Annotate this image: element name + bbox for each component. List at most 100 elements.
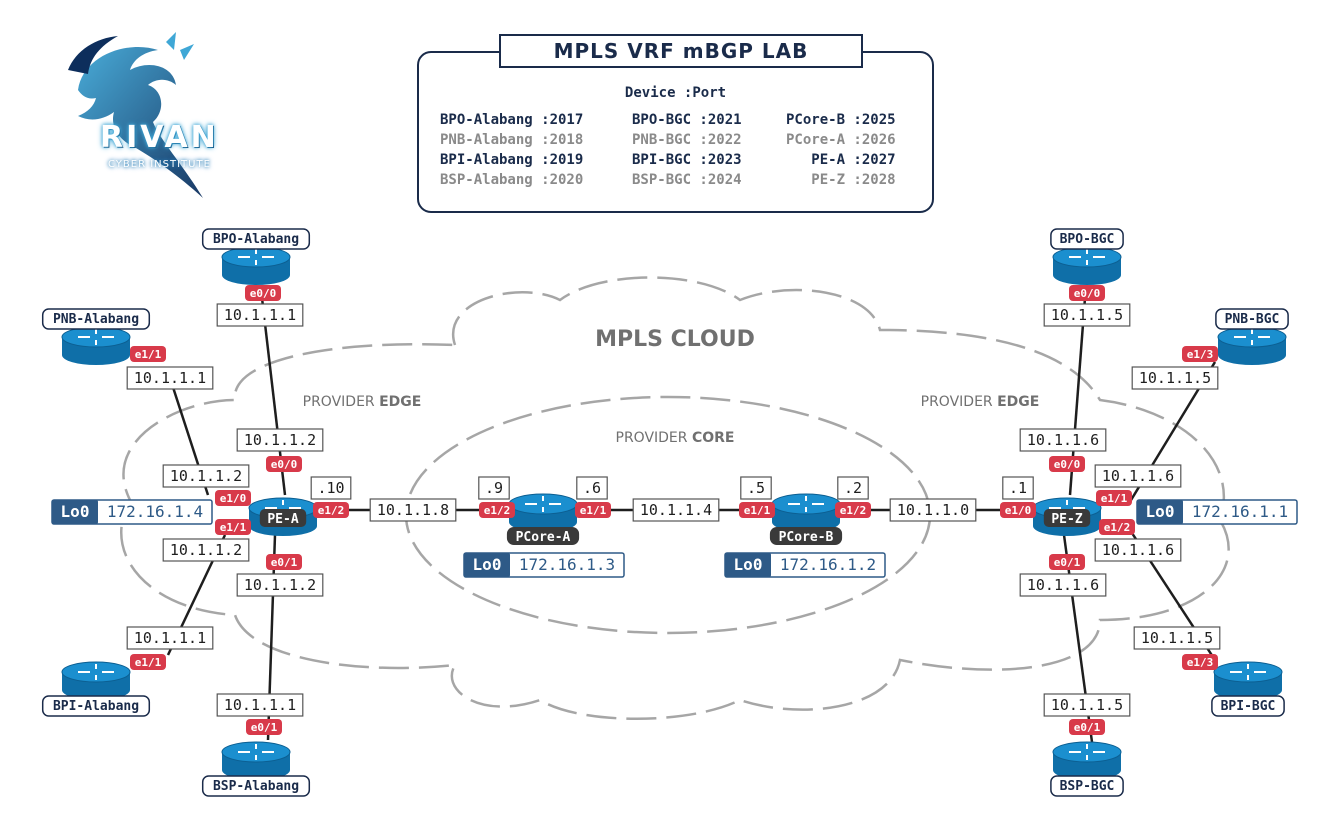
router-pcore-b[interactable]: PCore-B (769, 493, 843, 545)
svg-text:Lo0: Lo0 (473, 555, 502, 574)
svg-text:BPO-BGC: BPO-BGC (1060, 232, 1115, 247)
router-bsp-bgc[interactable]: BSP-BGC (1050, 741, 1124, 797)
svg-text:e1/1: e1/1 (220, 521, 247, 534)
router-name-label: BSP-BGC (1050, 775, 1124, 797)
svg-text:172.16.1.1: 172.16.1.1 (1192, 502, 1288, 521)
mpls-cloud-label: MPLS CLOUD (595, 327, 755, 352)
provider-edge-left-label: PROVIDER EDGE (303, 394, 422, 410)
router-bsp-alabang[interactable]: BSP-Alabang (201, 741, 311, 797)
svg-text:10.1.1.5: 10.1.1.5 (1051, 306, 1123, 324)
svg-text:172.16.1.3: 172.16.1.3 (519, 555, 615, 574)
ip-label: 10.1.1.2 (236, 428, 324, 452)
router-arrows-icon (238, 744, 274, 760)
router-arrows-icon (78, 329, 114, 345)
router-arrows-icon (238, 249, 274, 265)
interface-tag: e0/0 (266, 456, 302, 472)
svg-text:e1/2: e1/2 (484, 504, 511, 517)
svg-text:.6: .6 (583, 479, 601, 497)
ip-label: 10.1.1.5 (1131, 366, 1219, 390)
svg-text:10.1.1.1: 10.1.1.1 (224, 696, 296, 714)
logo-subtext: CYBER INSTITUTE (108, 159, 211, 170)
interface-tag: e1/2 (835, 502, 871, 518)
svg-text:e1/3: e1/3 (1187, 656, 1214, 669)
interface-tag: e1/1 (739, 502, 775, 518)
svg-text:10.1.1.2: 10.1.1.2 (244, 576, 316, 594)
ip-label: 10.1.1.2 (162, 464, 250, 488)
svg-text:10.1.1.0: 10.1.1.0 (897, 501, 969, 519)
svg-text:10.1.1.6: 10.1.1.6 (1102, 541, 1174, 559)
interface-tag: e0/0 (1049, 456, 1085, 472)
svg-text:.9: .9 (485, 479, 503, 497)
router-name-label: PCore-A (506, 527, 580, 545)
ip-label: .10 (310, 476, 352, 500)
ip-label: 10.1.1.5 (1043, 693, 1131, 717)
router-bpi-bgc[interactable]: BPI-BGC (1211, 661, 1285, 717)
ip-label: .6 (576, 476, 608, 500)
router-name-label: BSP-Alabang (201, 775, 311, 797)
router-pnb-alabang[interactable]: PNB-Alabang (41, 308, 151, 365)
router-bpi-alabang[interactable]: BPI-Alabang (41, 661, 151, 717)
svg-text:BPO-Alabang: BPO-Alabang (213, 232, 299, 247)
router-pe-z[interactable]: PE-Z (1032, 497, 1102, 536)
router-arrows-icon (788, 496, 824, 512)
svg-text:10.1.1.5: 10.1.1.5 (1051, 696, 1123, 714)
svg-text:10.1.1.6: 10.1.1.6 (1027, 431, 1099, 449)
svg-text:e0/0: e0/0 (1054, 458, 1081, 471)
ip-label: .1 (1002, 476, 1034, 500)
svg-text:e1/0: e1/0 (1005, 504, 1032, 517)
router-arrows-icon (1234, 329, 1270, 345)
interface-tag: e1/1 (1096, 490, 1132, 506)
address-labels: 10.1.1.110.1.1.110.1.1.210.1.1.210.1.1.2… (51, 285, 1298, 735)
router-pnb-bgc[interactable]: PNB-BGC (1215, 308, 1289, 365)
ip-label: .5 (740, 476, 772, 500)
port-table-cell: BPI-Alabang :2019 (440, 152, 584, 168)
interface-tag: e1/1 (215, 519, 251, 535)
router-top-icon (221, 741, 291, 763)
interface-tag: e1/1 (130, 654, 166, 670)
svg-text:PCore-B: PCore-B (779, 530, 834, 545)
svg-text:e1/1: e1/1 (135, 348, 162, 361)
port-table-cell: PCore-A :2026 (786, 132, 896, 148)
port-table-cell: PNB-BGC :2022 (632, 132, 742, 148)
router-bpo-bgc[interactable]: BPO-BGC (1050, 228, 1124, 285)
interface-tag: e1/0 (1000, 502, 1036, 518)
port-table-cell: BPO-Alabang :2017 (440, 112, 584, 128)
svg-text:10.1.1.2: 10.1.1.2 (170, 541, 242, 559)
ip-label: 10.1.1.6 (1094, 538, 1182, 562)
interface-tag: e0/0 (1069, 285, 1105, 301)
router-bpo-alabang[interactable]: BPO-Alabang (201, 228, 311, 285)
ip-label: .2 (837, 476, 869, 500)
svg-text:BPI-Alabang: BPI-Alabang (53, 699, 139, 714)
svg-text:BPI-BGC: BPI-BGC (1221, 699, 1276, 714)
svg-text:.5: .5 (747, 479, 765, 497)
svg-text:10.1.1.1: 10.1.1.1 (224, 306, 296, 324)
port-table-cell: BPO-BGC :2021 (632, 112, 742, 128)
provider-core-label: PROVIDER CORE (616, 430, 735, 446)
ip-label: 10.1.1.6 (1019, 573, 1107, 597)
svg-text:e1/1: e1/1 (744, 504, 771, 517)
router-name-label: PE-Z (1043, 509, 1091, 527)
router-arrows-icon (1230, 664, 1266, 680)
ip-label: 10.1.1.1 (216, 303, 304, 327)
svg-text:PCore-A: PCore-A (516, 530, 571, 545)
router-name-label: BPO-Alabang (201, 228, 311, 250)
ip-label: .9 (478, 476, 510, 500)
svg-text:e1/1: e1/1 (580, 504, 607, 517)
routers: PE-A PCore-A PCore-B PE-Z BPO-AlabangPNB-Ala… (41, 228, 1289, 797)
ip-label: 10.1.1.1 (216, 693, 304, 717)
svg-text:172.16.1.4: 172.16.1.4 (107, 502, 203, 521)
router-pcore-a[interactable]: PCore-A (506, 493, 580, 545)
router-name-label: BPI-BGC (1211, 695, 1285, 717)
svg-text:e1/0: e1/0 (220, 492, 247, 505)
svg-text:e0/1: e0/1 (251, 721, 278, 734)
svg-text:10.1.1.8: 10.1.1.8 (377, 501, 449, 519)
router-pe-a[interactable]: PE-A (248, 497, 318, 536)
svg-text:e0/0: e0/0 (271, 458, 298, 471)
svg-text:10.1.1.2: 10.1.1.2 (244, 431, 316, 449)
router-arrows-icon (1069, 249, 1105, 265)
svg-text:PNB-BGC: PNB-BGC (1225, 312, 1280, 327)
page-title: MPLS VRF mBGP LAB (499, 34, 863, 68)
